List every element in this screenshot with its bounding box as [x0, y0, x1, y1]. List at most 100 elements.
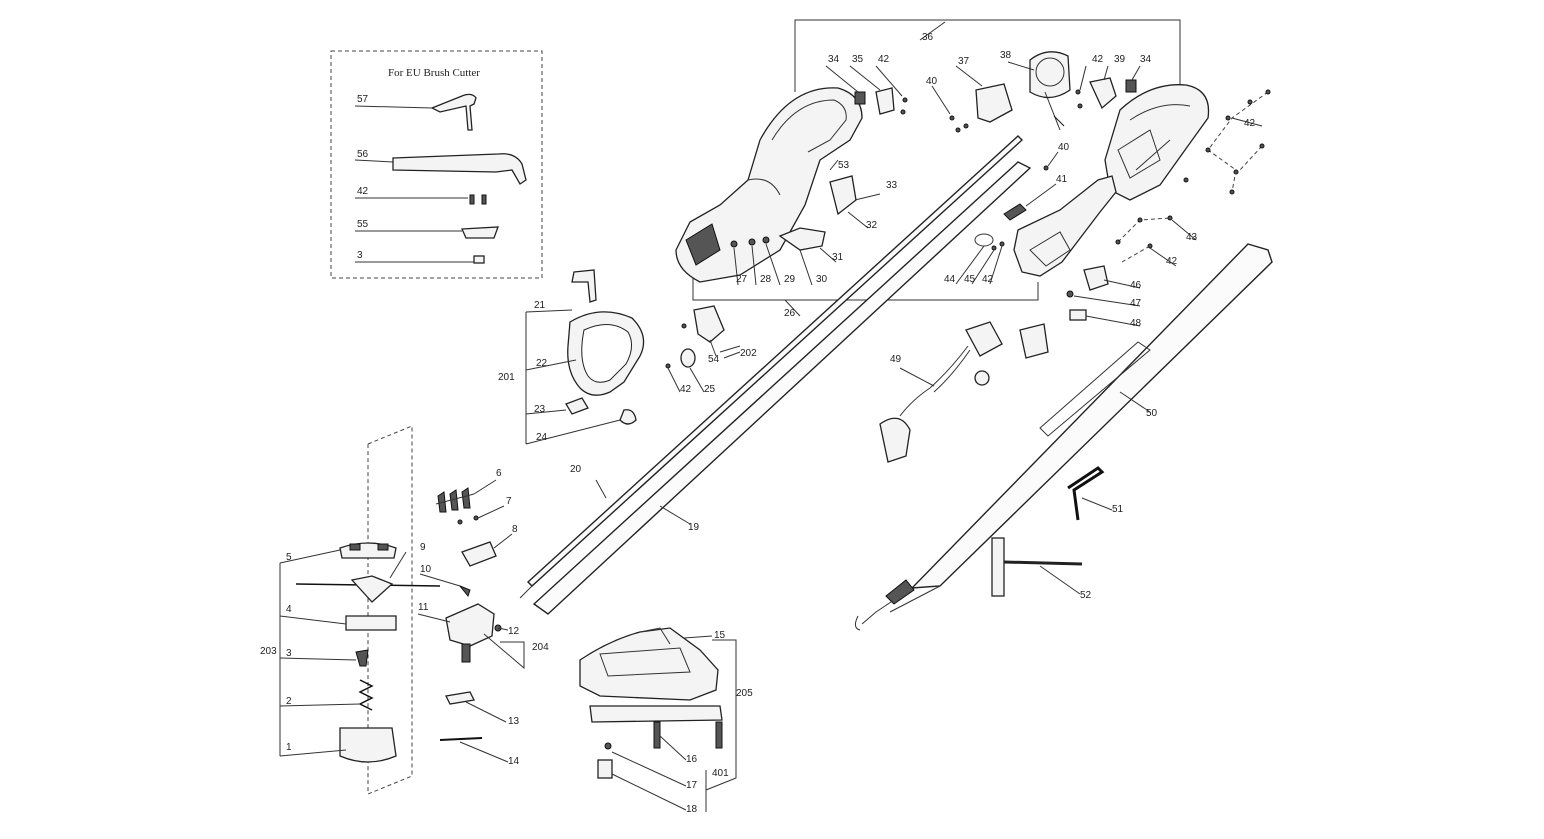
label-204: 204 [532, 642, 549, 653]
label-11: 11 [418, 602, 429, 613]
label-42: 42 [1244, 118, 1256, 129]
label-54: 54 [708, 354, 720, 365]
part-2-spring [358, 679, 374, 711]
label-18: 18 [686, 804, 698, 815]
label-45: 45 [964, 274, 976, 285]
label-23: 23 [534, 404, 546, 415]
trigger-parts: 27 28 29 30 31 32 33 53 [730, 159, 898, 286]
label-2: 2 [286, 696, 292, 707]
label-19: 19 [688, 522, 700, 533]
shaft-cover-50: 50 [854, 243, 1273, 631]
label-27: 27 [736, 274, 748, 285]
part-16-bracket [589, 705, 723, 723]
label-33: 33 [886, 180, 898, 191]
left-handle-housing [675, 87, 863, 283]
label-201: 201 [498, 372, 515, 383]
label-42: 42 [982, 274, 994, 285]
part-11-gear-head [445, 603, 495, 647]
label-6: 6 [496, 468, 502, 479]
label-10: 10 [420, 564, 432, 575]
part-3-nut [355, 649, 369, 667]
guard-assembly: 15 205 16 17 18 401 [579, 627, 753, 815]
label-36: 36 [922, 32, 934, 43]
label-57: 57 [357, 94, 369, 105]
label-39: 39 [1114, 54, 1126, 65]
label-25: 25 [704, 384, 716, 395]
label-42: 42 [1092, 54, 1104, 65]
t-wrench-52: 52 [991, 537, 1092, 601]
label-7: 7 [506, 496, 512, 507]
label-46: 46 [1130, 280, 1142, 291]
label-202: 202 [740, 348, 757, 359]
label-205: 205 [736, 688, 753, 699]
part-42-screw [469, 194, 475, 205]
part-37-switch [975, 83, 1013, 123]
part-3-nut [473, 255, 485, 264]
housing-group-36: 36 26 [692, 19, 1181, 319]
label-44: 44 [944, 274, 956, 285]
label-40: 40 [1058, 142, 1070, 153]
label-31: 31 [832, 252, 844, 263]
top-small-parts-left: 34 35 42 [825, 54, 908, 115]
label-56: 56 [357, 149, 369, 160]
label-42: 42 [878, 54, 890, 65]
label-51: 51 [1112, 504, 1124, 515]
label-55: 55 [357, 219, 369, 230]
part-57-lever [430, 93, 477, 131]
eu-brush-cutter-inset: For EU Brush Cutter 57 56 42 55 3 [330, 50, 543, 279]
front-handle-201: 201 21 22 23 24 42 25 54 202 [498, 269, 757, 445]
label-14: 14 [508, 756, 520, 767]
part-9-blade [350, 575, 394, 603]
label-3: 3 [357, 250, 363, 261]
label-43: 43 [1186, 232, 1198, 243]
label-40: 40 [926, 76, 938, 87]
eu-box-title: For EU Brush Cutter [388, 67, 480, 79]
right-housing: 42 [1104, 84, 1271, 201]
wire-harness-49: 49 [879, 321, 1049, 463]
label-48: 48 [1130, 318, 1142, 329]
label-28: 28 [760, 274, 772, 285]
label-29: 29 [784, 274, 796, 285]
label-17: 17 [686, 780, 698, 791]
label-50: 50 [1146, 408, 1158, 419]
label-203: 203 [260, 646, 277, 657]
main-shafts: 20 19 [519, 135, 1032, 615]
gear-head-parts: 6 7 8 10 11 12 204 13 14 [417, 468, 549, 767]
part-1-housing [339, 727, 397, 763]
part-19-shaft [532, 161, 1032, 615]
label-1: 1 [286, 742, 292, 753]
label-20: 20 [570, 464, 582, 475]
label-16: 16 [686, 754, 698, 765]
label-8: 8 [512, 524, 518, 535]
part-55-guard [461, 226, 499, 239]
part-15-guard [579, 627, 719, 701]
label-53: 53 [838, 160, 850, 171]
switch-and-motor: 40 37 38 [926, 50, 1071, 133]
label-5: 5 [286, 552, 292, 563]
label-30: 30 [816, 274, 828, 285]
label-37: 37 [958, 56, 970, 67]
label-32: 32 [866, 220, 878, 231]
label-4: 4 [286, 604, 292, 615]
label-47: 47 [1130, 298, 1142, 309]
label-9: 9 [420, 542, 426, 553]
label-49: 49 [890, 354, 902, 365]
label-52: 52 [1080, 590, 1092, 601]
label-21: 21 [534, 300, 546, 311]
part-38-motor [1029, 51, 1071, 99]
label-15: 15 [714, 630, 726, 641]
label-34: 34 [828, 54, 840, 65]
label-34: 34 [1140, 54, 1152, 65]
label-35: 35 [852, 54, 864, 65]
label-38: 38 [1000, 50, 1012, 61]
trimmer-head-stack: 5 4 3 2 1 203 9 [260, 425, 441, 795]
label-12: 12 [508, 626, 520, 637]
top-small-parts-right: 42 39 34 [1075, 54, 1152, 110]
label-3: 3 [286, 648, 292, 659]
part-4-spool [345, 615, 397, 631]
battery-parts: 46 47 48 [1066, 265, 1142, 329]
label-42: 42 [680, 384, 692, 395]
label-22: 22 [536, 358, 548, 369]
